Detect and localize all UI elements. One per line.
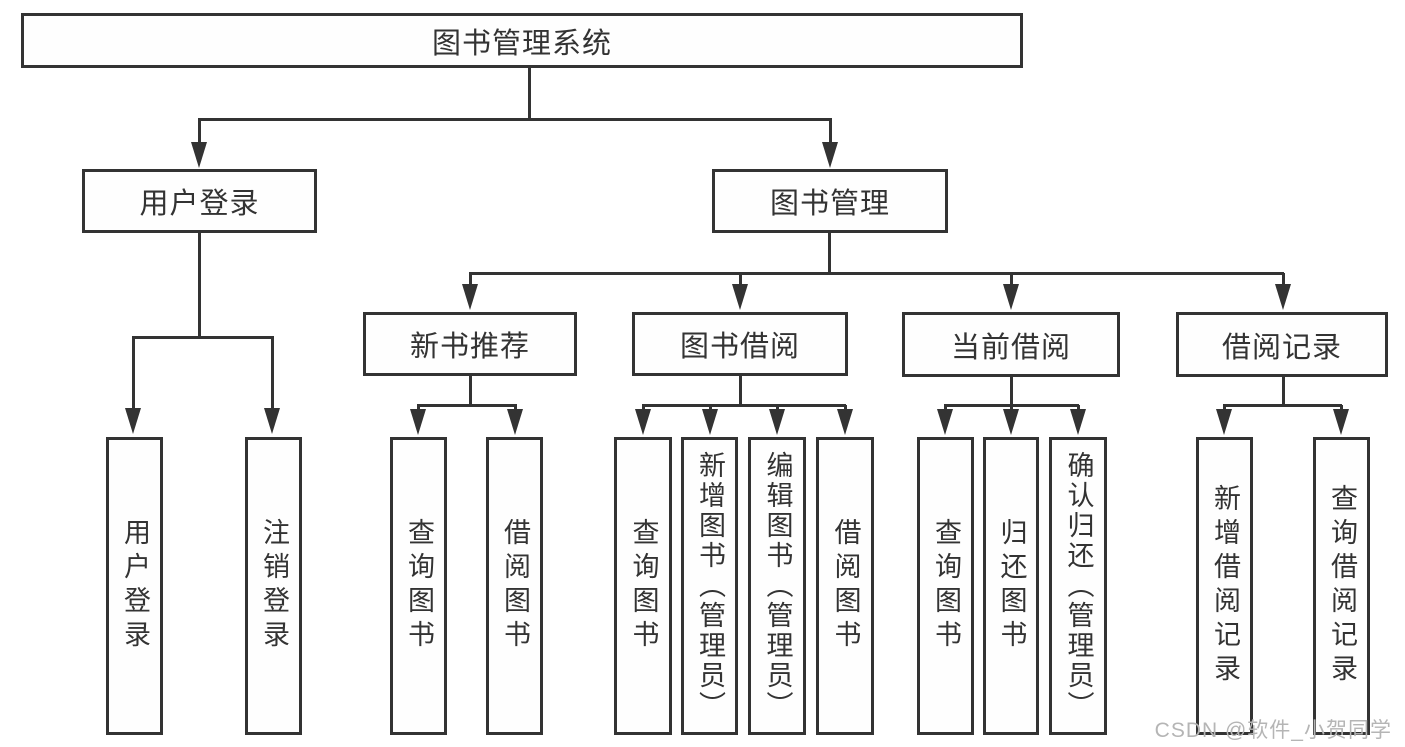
leaf-query-borrow-record-label: 查询借阅记录 <box>1327 484 1357 688</box>
leaf-rec-query-books: 查询图书 <box>390 437 447 735</box>
connector-section-stem <box>739 376 742 406</box>
arrowhead-icon <box>462 284 478 310</box>
connector-section-drop <box>1282 273 1285 287</box>
connector-section-stem <box>469 376 472 406</box>
leaf-confirm-return-admin: 确认归还（管理员） <box>1049 437 1107 735</box>
arrowhead-icon <box>1070 409 1086 435</box>
leaf-edit-books-admin: 编辑图书（管理员） <box>748 437 806 735</box>
connector-book-mgmt-drop <box>829 119 832 145</box>
arrowhead-icon <box>191 142 207 168</box>
node-new-book-recommend: 新书推荐 <box>363 312 577 376</box>
node-user-login-branch-label: 用户登录 <box>139 188 260 220</box>
connector-user-login-rail <box>132 336 274 339</box>
node-new-book-recommend-label: 新书推荐 <box>409 331 530 363</box>
arrowhead-icon <box>1003 284 1019 310</box>
arrowhead-icon <box>732 284 748 310</box>
connector-user-login-stem <box>198 233 201 337</box>
leaf-confirm-return-admin-label: 确认归还（管理员） <box>1063 451 1094 721</box>
connector-level3-rail <box>469 272 1284 275</box>
arrowhead-icon <box>1333 409 1349 435</box>
node-book-borrowing: 图书借阅 <box>632 312 848 376</box>
node-root: 图书管理系统 <box>21 13 1023 68</box>
leaf-add-books-admin-label: 新增图书（管理员） <box>695 451 725 721</box>
node-borrowing-records: 借阅记录 <box>1176 312 1388 377</box>
leaf-logout: 注销登录 <box>245 437 302 735</box>
arrowhead-icon <box>264 408 280 434</box>
connector-section-stem <box>1010 376 1013 406</box>
leaf-rec-borrow-books-label: 借阅图书 <box>500 518 530 654</box>
leaf-borrow-books: 借阅图书 <box>816 437 874 735</box>
connector-leaf-drop <box>132 337 135 411</box>
connector-section-drop <box>469 273 472 287</box>
arrowhead-icon <box>937 409 953 435</box>
leaf-current-query-books: 查询图书 <box>917 437 974 735</box>
leaf-edit-books-admin-label: 编辑图书（管理员） <box>762 451 793 721</box>
leaf-add-borrow-record-label: 新增借阅记录 <box>1210 484 1240 688</box>
leaf-rec-borrow-books: 借阅图书 <box>486 437 543 735</box>
leaf-borrow-books-label: 借阅图书 <box>830 518 861 654</box>
node-root-label: 图书管理系统 <box>431 27 612 60</box>
arrowhead-icon <box>125 408 141 434</box>
arrowhead-icon <box>702 409 718 435</box>
connector-section-drop <box>739 273 742 287</box>
connector-book-mgmt-stem <box>828 233 831 273</box>
arrowhead-icon <box>410 409 426 435</box>
connector-root-stem <box>528 68 531 119</box>
arrowhead-icon <box>1003 409 1019 435</box>
node-book-borrowing-label: 图书借阅 <box>679 331 800 363</box>
leaf-return-books: 归还图书 <box>983 437 1039 735</box>
node-current-borrowing: 当前借阅 <box>902 312 1120 377</box>
connector-leaf-drop <box>271 337 274 411</box>
arrowhead-icon <box>837 409 853 435</box>
node-borrowing-records-label: 借阅记录 <box>1221 331 1342 364</box>
leaf-borrow-query-books-label: 查询图书 <box>628 518 659 654</box>
arrowhead-icon <box>635 409 651 435</box>
csdn-watermark: CSDN @软件_小贺同学 <box>1154 719 1392 742</box>
leaf-rec-query-books-label: 查询图书 <box>404 518 434 654</box>
leaf-add-borrow-record: 新增借阅记录 <box>1196 437 1253 735</box>
connector-section-stem <box>1282 376 1285 406</box>
leaf-user-login-label: 用户登录 <box>120 518 150 654</box>
connector-leaf-rail <box>642 404 846 407</box>
leaf-current-query-books-label: 查询图书 <box>931 518 961 654</box>
connector-leaf-rail <box>1223 404 1342 407</box>
leaf-return-books-label: 归还图书 <box>996 518 1027 654</box>
connector-leaf-rail <box>417 404 517 407</box>
arrowhead-icon <box>769 409 785 435</box>
node-book-management: 图书管理 <box>712 169 948 233</box>
connector-level2-rail <box>198 118 832 121</box>
arrowhead-icon <box>1216 409 1232 435</box>
leaf-user-login: 用户登录 <box>106 437 163 735</box>
arrowhead-icon <box>822 142 838 168</box>
leaf-logout-label: 注销登录 <box>259 518 289 654</box>
connector-section-drop <box>1010 273 1013 287</box>
leaf-add-books-admin: 新增图书（管理员） <box>681 437 738 735</box>
arrowhead-icon <box>1275 284 1291 310</box>
node-current-borrowing-label: 当前借阅 <box>950 331 1071 364</box>
arrowhead-icon <box>507 409 523 435</box>
leaf-borrow-query-books: 查询图书 <box>614 437 672 735</box>
leaf-query-borrow-record: 查询借阅记录 <box>1313 437 1370 735</box>
node-user-login-branch: 用户登录 <box>82 169 317 233</box>
node-book-management-label: 图书管理 <box>769 188 890 220</box>
connector-user-login-drop <box>198 119 201 145</box>
